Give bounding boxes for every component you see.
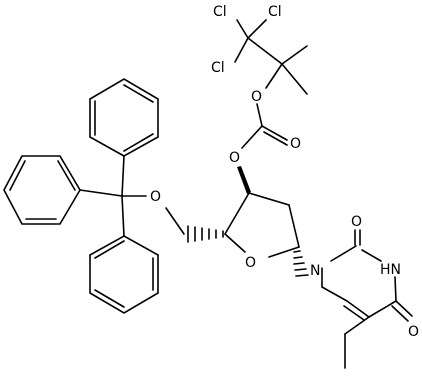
c4-oxygen-label: O [408,324,419,340]
carbonate-linker [241,103,288,149]
trityl-ether-oxygen-label: O [150,189,161,205]
sugar-ring [165,166,309,277]
wedge-bond-c3-o [237,166,251,194]
n3-hydrogen-label: HN [380,262,401,278]
ring-oxygen-label: O [245,255,256,271]
phenyl-ring-left [3,155,81,225]
hash-bond-c4-ch2 [187,225,224,243]
ester-oxygen-label: O [251,89,262,105]
c2-oxygen-label: O [351,214,362,230]
trichloro-tert-butyl-group [234,19,308,95]
chlorine-atom-label: Cl [211,60,225,76]
phenyl-ring-bottom [89,235,159,314]
carbonyl-oxygen-label: O [290,136,301,152]
n1-nitrogen-label: N [310,263,320,279]
3prime-oxygen-label: O [229,150,240,166]
thymine-base [321,229,413,369]
phenyl-ring-top [89,78,159,157]
chlorine-atom-label: Cl [268,4,282,20]
hash-bond-c1-n [293,250,309,277]
trityl-group [3,78,159,314]
chlorine-atom-label: Cl [213,4,227,20]
